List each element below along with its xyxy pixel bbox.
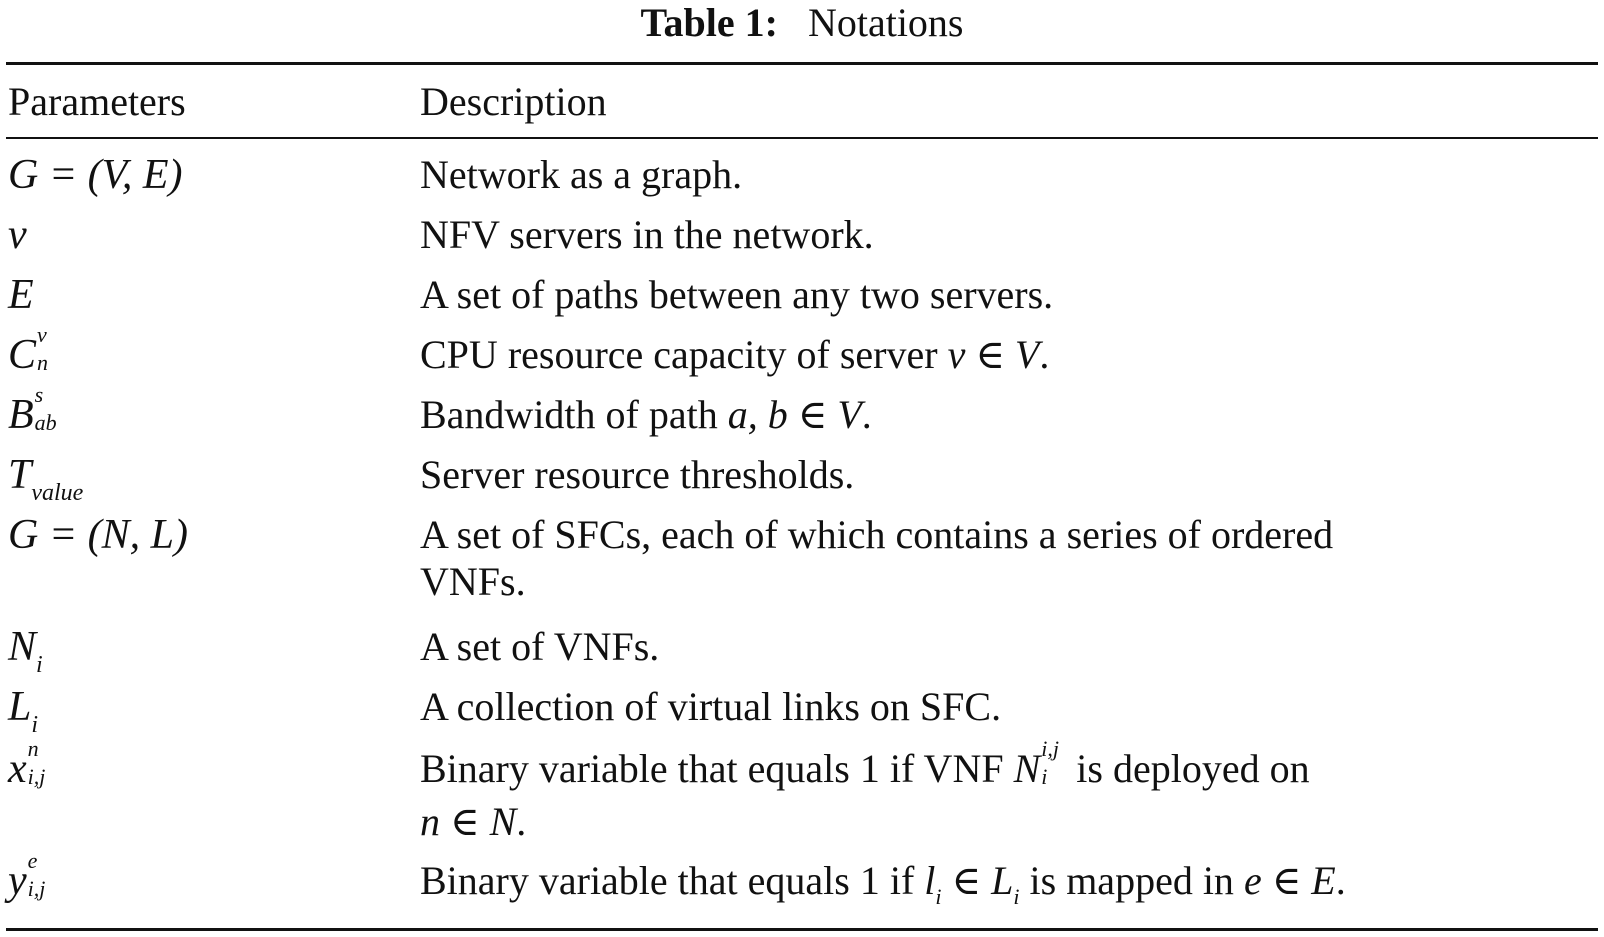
description-math-subscript: i bbox=[1041, 764, 1048, 789]
description-text: Bandwidth of path bbox=[420, 392, 728, 437]
param-subscript: i bbox=[36, 652, 43, 678]
table-caption: Table 1: Notations bbox=[0, 0, 1604, 46]
description-cell: A set of paths between any two servers. bbox=[420, 265, 1570, 325]
parameter-cell: Li bbox=[8, 677, 38, 743]
param-subscript: i,j bbox=[27, 764, 46, 789]
description-line: A set of SFCs, each of which contains a … bbox=[420, 512, 1334, 557]
description-cell: A set of VNFs. bbox=[420, 617, 1570, 677]
description-text: . bbox=[1335, 858, 1346, 903]
description-cell: Bandwidth of path a, b ∈ V. bbox=[420, 385, 1570, 445]
description-line: VNFs. bbox=[420, 559, 526, 604]
description-cell: CPU resource capacity of server v ∈ V. bbox=[420, 325, 1570, 385]
param-base: L bbox=[8, 684, 32, 730]
description-line: CPU resource capacity of server v ∈ V. bbox=[420, 325, 1570, 385]
description-math: v ∈ V bbox=[947, 332, 1040, 377]
description-text: is deployed on bbox=[1066, 746, 1310, 791]
description-math-script: i,j i bbox=[1040, 738, 1066, 788]
param-base: C bbox=[8, 332, 37, 378]
parameter-cell: G = (V, E) bbox=[8, 152, 183, 198]
description-line: NFV servers in the network. bbox=[420, 212, 874, 257]
param-script: n i,j bbox=[27, 738, 53, 788]
param-script: s ab bbox=[34, 384, 60, 434]
description-cell: A set of SFCs, each of which contains a … bbox=[420, 505, 1570, 605]
description-text: Binary variable that equals 1 if bbox=[420, 858, 925, 903]
caption-label: Table 1: bbox=[640, 0, 778, 45]
description-math: n ∈ N bbox=[420, 799, 517, 844]
param-subscript: value bbox=[31, 480, 84, 506]
description-math-subscript: i bbox=[1013, 884, 1020, 909]
parameter-cell: E bbox=[8, 272, 34, 318]
table-top-rule bbox=[6, 62, 1598, 65]
description-math-subscript: i bbox=[935, 884, 942, 909]
table-header-rule bbox=[6, 137, 1598, 139]
param-base: y bbox=[8, 858, 27, 904]
description-cell: Server resource thresholds. bbox=[420, 445, 1570, 505]
description-line: A set of VNFs. bbox=[420, 624, 660, 669]
description-text: is mapped in bbox=[1019, 858, 1244, 903]
description-line: A set of paths between any two servers. bbox=[420, 272, 1054, 317]
param-superscript: n bbox=[27, 736, 39, 761]
parameter-cell: v bbox=[8, 212, 27, 258]
param-subscript: i bbox=[31, 712, 39, 738]
description-math: L bbox=[991, 858, 1014, 903]
description-cell: A collection of virtual links on SFC. bbox=[420, 677, 1570, 737]
description-math: N bbox=[1013, 746, 1041, 791]
description-cell: Network as a graph. bbox=[420, 145, 1570, 205]
description-text: . bbox=[516, 799, 527, 844]
description-text: ∈ bbox=[941, 858, 992, 903]
description-line: Binary variable that equals 1 if li ∈ Li… bbox=[420, 851, 1570, 917]
description-math: l bbox=[924, 858, 936, 903]
description-math-superscript: i,j bbox=[1041, 736, 1059, 761]
parameter-cell: G = (N, L) bbox=[8, 512, 189, 558]
column-header-description: Description bbox=[420, 79, 607, 124]
description-line: Network as a graph. bbox=[420, 152, 743, 197]
description-cell: Binary variable that equals 1 if li ∈ Li… bbox=[420, 851, 1570, 917]
param-subscript: ab bbox=[34, 410, 57, 435]
param-subscript: i,j bbox=[27, 876, 46, 901]
description-line: Bandwidth of path a, b ∈ V. bbox=[420, 385, 1570, 445]
caption-text: Notations bbox=[807, 0, 964, 45]
table-bottom-rule bbox=[6, 928, 1598, 931]
description-line: Server resource thresholds. bbox=[420, 452, 855, 497]
parameter-cell: Ni bbox=[8, 617, 43, 683]
param-base: x bbox=[8, 746, 27, 792]
description-line: n ∈ N. bbox=[420, 797, 1570, 847]
param-base: N bbox=[8, 624, 37, 670]
param-superscript: v bbox=[37, 322, 47, 347]
description-text: CPU resource capacity of server bbox=[420, 332, 948, 377]
param-base: B bbox=[8, 392, 34, 438]
param-subscript: n bbox=[37, 350, 49, 375]
description-math: e ∈ E bbox=[1243, 858, 1336, 903]
param-superscript: s bbox=[34, 382, 44, 407]
param-script: e i,j bbox=[27, 850, 53, 900]
param-base: T bbox=[8, 452, 32, 498]
column-header-parameters: Parameters bbox=[8, 79, 186, 124]
description-math: a, b ∈ V bbox=[727, 392, 862, 437]
description-cell: NFV servers in the network. bbox=[420, 205, 1570, 265]
parameter-cell: Tvalue bbox=[8, 445, 83, 511]
description-text: . bbox=[1039, 332, 1050, 377]
description-line: A collection of virtual links on SFC. bbox=[420, 684, 1002, 729]
description-text: . bbox=[861, 392, 872, 437]
caption-spacer bbox=[788, 0, 798, 45]
description-text: Binary variable that equals 1 if VNF bbox=[420, 746, 1014, 791]
param-superscript: e bbox=[27, 848, 38, 873]
